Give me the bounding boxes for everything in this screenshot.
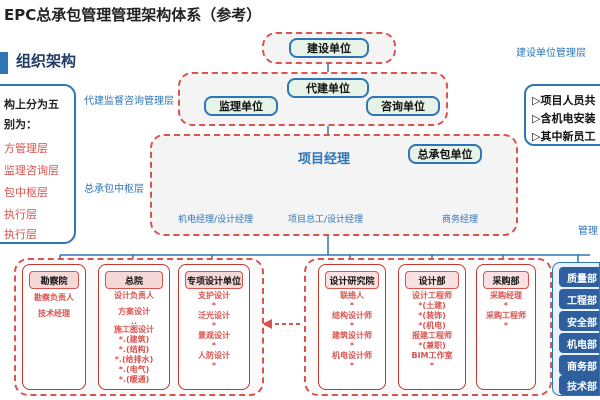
contractor-box: 总承包单位 — [408, 144, 482, 164]
column-head: 设计部 — [405, 271, 459, 289]
contractor-layer-label: 总承包中枢层 — [84, 184, 144, 195]
column-item: *.(暖通) — [118, 375, 150, 384]
column-item: 采购经理 — [490, 291, 522, 300]
dept-quality: 质量部 — [559, 267, 599, 287]
column-item: *(机电) — [418, 321, 446, 330]
dept-commerce: 商务部 — [559, 355, 599, 375]
left-panel-item: 执行层 — [4, 208, 37, 221]
column-head: 总院 — [105, 271, 163, 289]
dept-mep: 机电部 — [559, 333, 599, 353]
left-panel-line-1: 构上分为五 — [4, 98, 59, 111]
column-item: *.(结构) — [118, 345, 150, 354]
column-item: 机电设计师 — [332, 351, 372, 360]
column-item: 报建工程师 — [412, 331, 452, 340]
role-label: 项目总工/设计经理 — [288, 215, 364, 225]
contractor-layer-frame: 项目经理 总承包单位 机电经理/设计经理 项目总工/设计经理 商务经理 — [150, 134, 518, 236]
column-item: 方案设计 — [118, 307, 150, 316]
column-item: * — [211, 341, 217, 350]
survey-institute-column: 勘察院 勘察负责人 技术经理 — [22, 264, 86, 390]
role-label: 机电经理/设计经理 — [178, 215, 254, 225]
column-head: 设计研究院 — [325, 271, 379, 289]
left-panel-item: 方管理层 — [4, 142, 48, 155]
column-item: 人防设计 — [198, 351, 230, 360]
right-panel-item: ▷含机电安装 — [532, 112, 596, 125]
right-panel-item: ▷其中新员工 — [532, 130, 596, 143]
column-item: 联络人 — [340, 291, 364, 300]
column-item: *.(建筑) — [118, 335, 150, 344]
right-panel-item: ▷项目人员共 — [532, 94, 596, 107]
column-item: 技术经理 — [38, 309, 70, 318]
design-research-column: 设计研究院 联络人 * 结构设计师 * 建筑设计师 * 机电设计师 * — [318, 264, 386, 390]
column-item: 设计工程师 — [412, 291, 452, 300]
owner-layer-label: 建设单位管理层 — [516, 48, 586, 59]
left-panel-item: 包中枢层 — [4, 186, 48, 199]
general-institute-column: 总院 设计负责人 方案设计 .. 施工图设计 *.(建筑) *.(结构) *.(… — [98, 264, 170, 390]
owner-box: 建设单位 — [289, 38, 369, 58]
procurement-column: 采购部 采购经理 * 采购工程师 * — [476, 264, 536, 390]
column-item: 采购工程师 — [486, 311, 526, 320]
section-bar — [0, 52, 8, 74]
column-item: * — [349, 341, 355, 350]
dept-engineering: 工程部 — [559, 289, 599, 309]
column-item: 设计负责人 — [114, 291, 154, 300]
departments-column: 质量部 工程部 安全部 机电部 商务部 技术部 — [552, 262, 600, 396]
column-item: *(装饰) — [418, 311, 446, 320]
column-item: 结构设计师 — [332, 311, 372, 320]
left-panel-line-2: 别为： — [4, 118, 37, 131]
column-head: 专项设计单位 — [185, 271, 243, 289]
column-item: *(土建) — [418, 301, 446, 310]
owner-layer-frame: 建设单位 — [262, 32, 396, 64]
supervisor-box: 监理单位 — [204, 96, 278, 116]
column-item: 景观设计 — [198, 331, 230, 340]
section-title: 组织架构 — [16, 52, 77, 70]
column-item: 支护设计 — [198, 291, 230, 300]
column-item: * — [349, 321, 355, 330]
column-item: * — [349, 301, 355, 310]
column-item: * — [211, 361, 217, 370]
page-title: EPC总承包管理管理架构体系（参考） — [4, 6, 262, 24]
column-item: * — [211, 321, 217, 330]
column-item: * — [503, 321, 509, 330]
role-label: 商务经理 — [442, 215, 479, 225]
column-item: * — [503, 301, 509, 310]
column-item: .. — [130, 317, 138, 326]
dept-safety: 安全部 — [559, 311, 599, 331]
consult-box: 咨询单位 — [366, 96, 440, 116]
supervise-layer-label: 代建监督咨询管理层 — [84, 96, 174, 107]
column-item: 泛光设计 — [198, 311, 230, 320]
agent-box: 代建单位 — [287, 78, 369, 98]
column-item: * — [429, 361, 435, 370]
column-head: 采购部 — [483, 271, 529, 289]
column-item: 施工图设计 — [114, 325, 154, 334]
pm-label: 项目经理 — [298, 152, 351, 167]
column-head: 勘察院 — [29, 271, 79, 289]
column-item: 建筑设计师 — [332, 331, 372, 340]
left-panel-item: 监理咨询层 — [4, 164, 59, 177]
dept-technical: 技术部 — [559, 375, 599, 395]
column-item: * — [211, 301, 217, 310]
column-item: *(兼职) — [418, 341, 446, 350]
right-info-panel: ▷项目人员共 ▷含机电安装 ▷其中新员工 — [524, 84, 600, 146]
design-dept-column: 设计部 设计工程师 *(土建) *(装饰) *(机电) 报建工程师 *(兼职) … — [398, 264, 466, 390]
column-item: *.(给排水) — [114, 355, 154, 364]
column-item: * — [349, 361, 355, 370]
column-item: 勘察负责人 — [34, 293, 74, 302]
column-item: BIM工作室 — [411, 351, 453, 360]
left-info-panel: 构上分为五 别为： 方管理层 监理咨询层 包中枢层 执行层 执行层 — [0, 84, 76, 244]
left-panel-item: 执行层 — [4, 228, 37, 241]
special-design-column: 专项设计单位 支护设计 * 泛光设计 * 景观设计 * 人防设计 * — [178, 264, 250, 390]
column-item: *.(电气) — [118, 365, 150, 374]
right-edge-label: 管理 — [578, 226, 598, 237]
